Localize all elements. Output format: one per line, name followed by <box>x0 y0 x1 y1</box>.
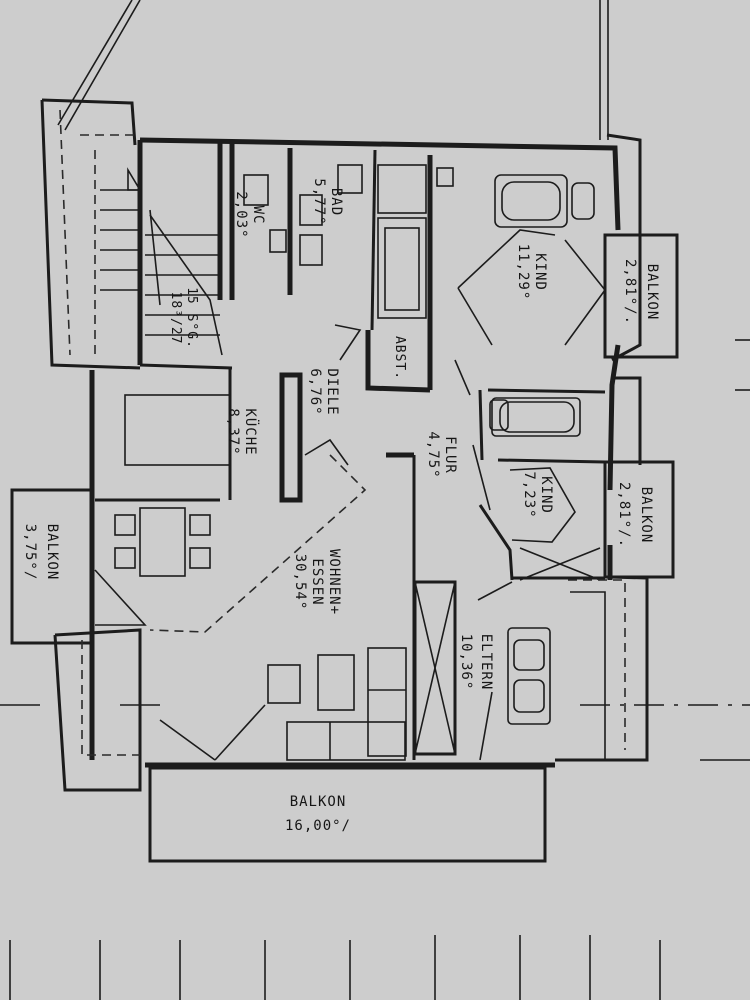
room-label-balkon-4: BALKON 16,00°/ <box>285 794 351 834</box>
room-name: FLUR <box>442 436 458 474</box>
frame-ticks <box>9 935 661 1000</box>
room-area: 2,03° <box>233 191 249 238</box>
room-name: WC <box>250 206 266 225</box>
room-area: 8,37° <box>225 408 241 455</box>
room-label-balkon-3: BALKON 3,75°/ <box>22 524 60 581</box>
room-label-eltern: ELTERN 10,36° <box>458 634 494 691</box>
room-name: KÜCHE <box>242 408 260 455</box>
room-name-2: ESSEN <box>309 558 325 605</box>
room-area: 2,81°/. <box>622 259 638 325</box>
room-area: 11,29° <box>515 244 531 301</box>
room-area: 7,23° <box>521 471 537 518</box>
room-label-wc: WC 2,03° <box>233 191 266 238</box>
room-label-flur: FLUR 4,75° <box>425 431 458 478</box>
room-label-stair: 15 S°G. 18³/27 <box>168 287 199 349</box>
room-area: 4,75° <box>425 431 441 478</box>
balconies <box>10 133 679 863</box>
room-area: 10,36° <box>458 634 474 691</box>
room-name: BALKON <box>290 794 347 810</box>
room-label-kind-1: KIND 11,29° <box>515 244 548 301</box>
room-name: DIELE <box>324 368 340 415</box>
room-area: 2,81°/. <box>616 482 632 548</box>
room-name: KIND <box>532 253 548 291</box>
room-label-diele: DIELE 6,76° <box>307 368 340 415</box>
room-area: 6,76° <box>307 368 323 415</box>
stair-tower <box>40 98 223 370</box>
context-lines <box>0 0 750 761</box>
room-label-balkon-2: BALKON 2,81°/. <box>616 482 654 548</box>
room-name: BALKON <box>638 487 654 544</box>
room-name: ELTERN <box>478 634 494 691</box>
room-label-bad: BAD 5,77° <box>311 178 344 225</box>
bathroom-fixtures <box>243 164 454 319</box>
room-label-abst: ABST. <box>392 336 407 380</box>
room-area: 16,00°/ <box>285 818 351 834</box>
room-name: KIND <box>538 476 554 514</box>
room-area: 30,54° <box>292 554 308 611</box>
room-area: 3,75°/ <box>22 524 38 581</box>
room-name: BAD <box>328 188 344 216</box>
room-label-kind-2: KIND 7,23° <box>521 471 554 518</box>
room-name: WOHNEN+ <box>326 549 342 615</box>
room-name: 15 S°G. <box>184 287 199 349</box>
room-label-kueche: KÜCHE 8,37° <box>225 408 260 455</box>
furniture <box>114 174 595 761</box>
room-name: BALKON <box>44 524 60 581</box>
room-label-balkon-1: BALKON 2,81°/. <box>622 259 660 325</box>
room-name: ABST. <box>392 336 407 380</box>
room-label-wohnen: WOHNEN+ ESSEN 30,54° <box>292 549 342 615</box>
room-name: BALKON <box>644 264 660 321</box>
room-area: 18³/27 <box>168 292 183 345</box>
room-area: 5,77° <box>311 178 327 225</box>
